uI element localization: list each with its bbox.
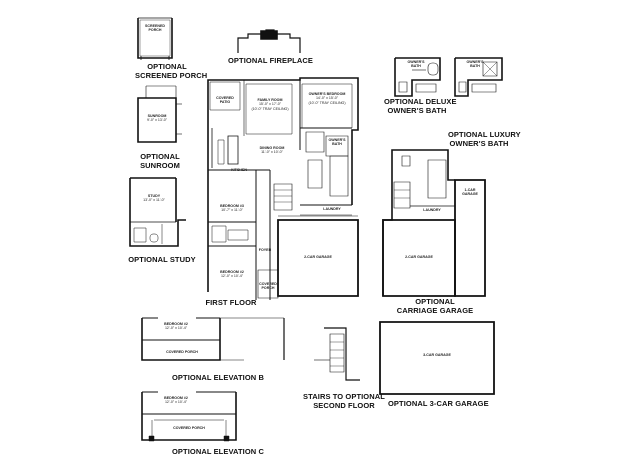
room-sunroom: SUNROOM 9'-0" x 13'-0"	[140, 114, 174, 123]
room-owners-bedroom: OWNER'S BEDROOM 14'-0" x 15'-0" (10'-0" …	[302, 92, 352, 105]
room-label: 1-CAR	[464, 188, 476, 192]
sunroom-plan	[138, 86, 182, 142]
luxury-bath-plan	[455, 58, 502, 96]
room-foyer: FOYER	[258, 248, 272, 252]
room-luxury-bath: OWNER'S BATH	[466, 60, 484, 69]
room-label: OWNER'S	[328, 138, 346, 142]
carriage-garage-plan	[383, 150, 485, 296]
room-label: PATIO	[219, 100, 231, 105]
room-label: OWNER'S	[466, 60, 484, 64]
room-bedroom3: BEDROOM #3 10'-7" x 11'-0"	[212, 204, 252, 213]
room-elev-c-porch: COVERED PORCH	[173, 426, 205, 430]
room-owners-bath: OWNER'S BATH	[326, 138, 348, 147]
room-dining: DINING ROOM 11'-0" x 10'-0"	[252, 146, 292, 155]
room-covered-patio: COVERED PATIO	[212, 96, 238, 105]
room-label: BEDROOM #2	[164, 322, 188, 326]
first-floor-plan	[208, 78, 358, 300]
room-label: BEDROOM #3	[220, 204, 244, 208]
room-study: STUDY 13'-0" x 11'-0"	[134, 194, 174, 203]
stairs-second-floor-plan	[314, 328, 360, 380]
caption-line: SUNROOM	[140, 161, 180, 170]
room-label: OWNER'S	[407, 60, 425, 64]
room-elev-b-bedroom: BEDROOM #2 12'-0" x 10'-4"	[156, 322, 196, 331]
room-size: 9'-0" x 13'-0"	[146, 118, 168, 123]
room-label: BATH	[470, 64, 480, 69]
room-label: COVERED	[216, 96, 234, 100]
room-1car-garage: 1-CAR GARAGE	[457, 188, 483, 197]
room-label: DINING ROOM	[259, 146, 285, 150]
caption-line: OWNER'S BATH	[449, 139, 509, 148]
room-label: BEDROOM #2	[164, 396, 188, 400]
caption-line: OPTIONAL LUXURY	[448, 130, 521, 139]
room-elev-b-porch: COVERED PORCH	[166, 350, 198, 354]
room-size: 13'-0" x 11'-0"	[143, 198, 165, 203]
caption-line: OPTIONAL	[415, 297, 455, 306]
caption-elevation-b: OPTIONAL ELEVATION B	[171, 373, 264, 382]
room-laundry: LAUNDRY	[323, 207, 341, 211]
room-label: OWNER'S BEDROOM	[308, 92, 346, 96]
room-label: BATH	[332, 142, 342, 147]
caption-study: OPTIONAL STUDY	[128, 255, 196, 264]
caption-elevation-c: OPTIONAL ELEVATION C	[171, 447, 264, 456]
room-elev-c-bedroom: BEDROOM #2 12'-0" x 10'-4"	[156, 396, 196, 405]
room-kitchen: KITCHEN	[231, 168, 247, 172]
room-label: SCREENED	[145, 24, 165, 28]
room-label: SUNROOM	[147, 114, 167, 118]
caption-line: OPTIONAL	[147, 62, 187, 71]
elevation-c-plan	[142, 392, 236, 441]
screened-porch-plan	[138, 18, 172, 60]
caption-line: OPTIONAL	[140, 152, 180, 161]
caption-line: OWNER'S BATH	[387, 106, 447, 115]
room-label: BEDROOM #2	[220, 270, 244, 274]
caption-fireplace: OPTIONAL FIREPLACE	[228, 56, 313, 65]
room-label: PORCH	[148, 28, 162, 33]
room-size: 12'-0" x 10'-4"	[164, 400, 188, 405]
room-size: 14'-0" x 15'-0"	[315, 96, 339, 101]
caption-line: OPTIONAL DELUXE	[384, 97, 457, 106]
caption-sunroom: OPTIONAL SUNROOM	[134, 152, 186, 170]
room-size: 15'-0" x 17'-0"	[258, 102, 282, 107]
room-label: BATH	[411, 64, 421, 69]
room-label: PORCH	[261, 286, 275, 291]
caption-stairs: STAIRS TO OPTIONAL SECOND FLOOR	[302, 392, 386, 410]
room-2car-garage-alt: 2-CAR GARAGE	[405, 255, 433, 259]
room-size: 11'-0" x 10'-0"	[261, 150, 283, 155]
room-laundry-alt: LAUNDRY	[423, 208, 441, 212]
study-plan	[130, 178, 186, 246]
three-car-garage-plan	[380, 322, 494, 394]
room-family: FAMILY ROOM 15'-0" x 17'-0" (10'-0" TRAY…	[248, 98, 292, 111]
room-label: COVERED	[259, 282, 277, 286]
caption-3car-garage: OPTIONAL 3-CAR GARAGE	[388, 399, 489, 408]
room-3car-garage: 3-CAR GARAGE	[423, 353, 451, 357]
room-covered-porch: COVERED PORCH	[258, 282, 278, 291]
room-size: 10'-7" x 11'-0"	[221, 208, 243, 213]
deluxe-bath-plan	[395, 58, 440, 96]
room-size: 12'-0" x 10'-4"	[164, 326, 188, 331]
caption-line: CARRIAGE GARAGE	[396, 306, 474, 315]
fireplace-plan	[238, 30, 300, 53]
room-2car-garage: 2-CAR GARAGE	[304, 255, 332, 259]
room-screened-porch: SCREENED PORCH	[140, 24, 170, 33]
caption-deluxe-bath: OPTIONAL DELUXE OWNER'S BATH	[384, 97, 457, 115]
room-note: (10'-0" TRAY CEILING)	[308, 100, 346, 105]
caption-carriage-garage: OPTIONAL CARRIAGE GARAGE	[392, 297, 478, 315]
caption-line: SCREENED PORCH	[135, 71, 208, 80]
caption-line: SECOND FLOOR	[313, 401, 375, 410]
room-label: STUDY	[147, 194, 161, 198]
room-bedroom2: BEDROOM #2 12'-0" x 10'-4"	[212, 270, 252, 279]
room-size: 12'-0" x 10'-4"	[220, 274, 244, 279]
caption-screened-porch: OPTIONAL SCREENED PORCH	[135, 62, 208, 80]
caption-first-floor: FIRST FLOOR	[205, 298, 257, 307]
caption-luxury-bath: OPTIONAL LUXURY OWNER'S BATH	[448, 130, 521, 148]
elevation-b-plan	[142, 318, 284, 360]
room-label: GARAGE	[462, 192, 478, 197]
room-deluxe-bath: OWNER'S BATH	[407, 60, 425, 69]
caption-line: STAIRS TO OPTIONAL	[303, 392, 385, 401]
room-note: (10'-0" TRAY CEILING)	[251, 106, 289, 111]
room-label: FAMILY ROOM	[257, 98, 283, 102]
